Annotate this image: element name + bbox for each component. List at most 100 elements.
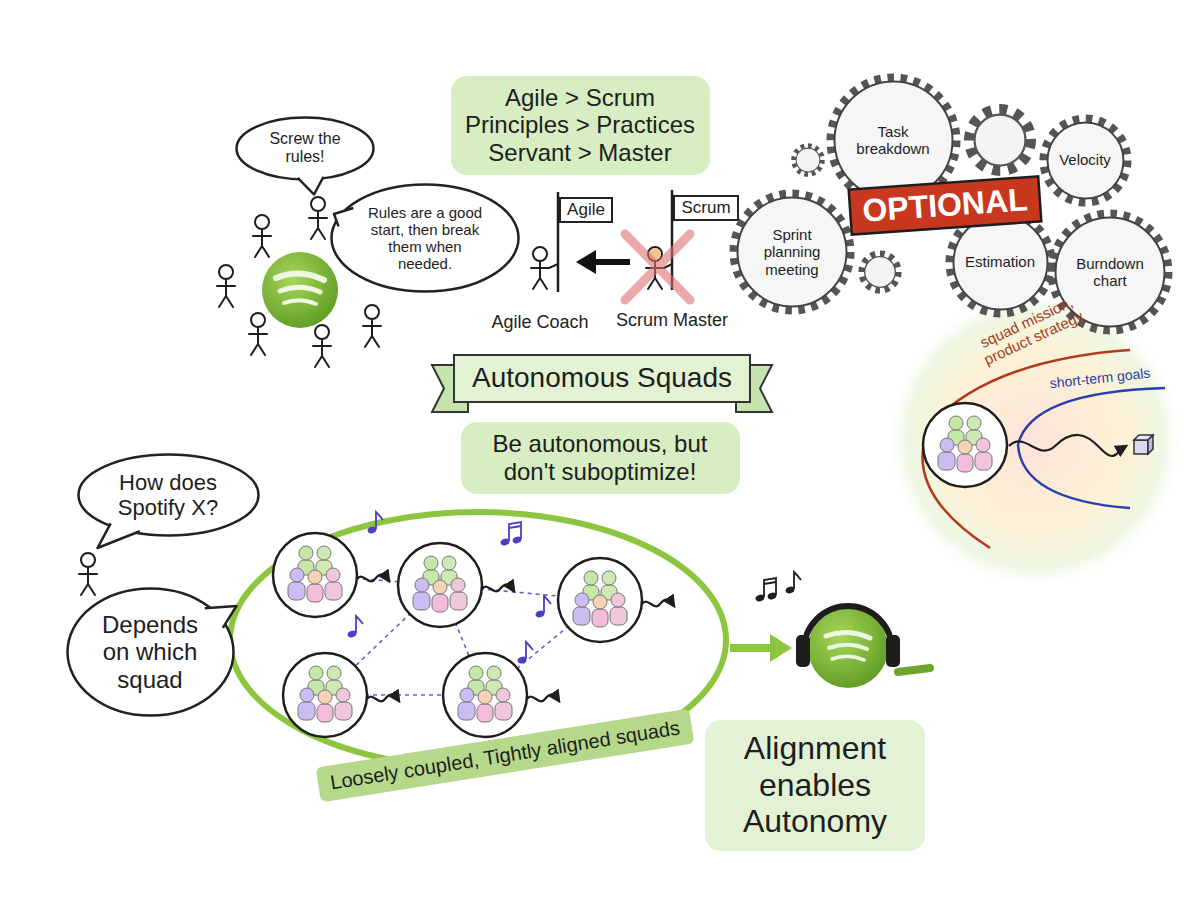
logo-wave (280, 287, 320, 292)
node-text: Depends on which squad (95, 611, 205, 694)
role-name: Agile Coach (491, 312, 588, 333)
node-text: Sprint planning meeting (757, 226, 827, 278)
node-text: Servant > Master (488, 139, 671, 167)
flag-pole (557, 192, 560, 292)
highlight-fill (461, 422, 740, 494)
wavy-arrow (1009, 435, 1126, 456)
wavy-arrow (367, 695, 399, 702)
highlight-fill (316, 708, 695, 802)
headband (804, 606, 892, 650)
squad (558, 558, 642, 642)
music-note (347, 616, 363, 639)
wavy-arrow (482, 585, 514, 592)
ear-cup (796, 635, 810, 667)
speech-bubble: Rules are a good start, then break them … (330, 183, 520, 293)
node-text: Burndown chart (1070, 255, 1150, 290)
flag: Agile (559, 197, 613, 223)
gear-body (1047, 122, 1123, 198)
node-text: Velocity (1059, 151, 1111, 168)
gear: Velocity (1047, 122, 1124, 199)
squad (398, 543, 482, 627)
node-text: Rules are a good start, then break them … (363, 204, 488, 273)
node-text: Be autonomous, but don't suboptimize! (473, 430, 728, 485)
figure-arm (549, 264, 558, 268)
gear-body (953, 215, 1047, 309)
bubble-tail (97, 523, 139, 548)
gear: Task breakdown (834, 81, 953, 200)
gear: Sprint planning meeting (737, 197, 847, 307)
stick-figure (79, 553, 97, 595)
agile-coach-figure (531, 247, 549, 289)
highlight-fill (705, 720, 925, 851)
replace-arrow-head (576, 250, 596, 274)
node-text: Agile > Scrum (505, 84, 655, 112)
flag-cloth (560, 198, 612, 222)
gear (862, 254, 898, 290)
gear (970, 110, 1030, 170)
logo-wave (829, 645, 867, 649)
stick-figure (249, 313, 267, 355)
flag: Scrum (673, 195, 739, 221)
flag-cloth (674, 196, 738, 220)
ribbon-body (454, 355, 750, 402)
logo-wave (832, 656, 864, 660)
gear (794, 146, 822, 174)
stick-figure (217, 265, 235, 307)
speech-bubble: Screw the rules! (235, 116, 375, 181)
principle-highlight: Agile > ScrumPrinciples > PracticesServa… (451, 76, 710, 175)
music-note (367, 512, 383, 535)
banner-body (849, 176, 1042, 234)
motto-highlight: Be autonomous, but don't suboptimize! (461, 422, 740, 494)
wavy-arrow (357, 575, 389, 582)
bubble-tail (298, 176, 324, 194)
wavy-arrow (642, 600, 674, 607)
node-text: Screw the rules! (260, 130, 350, 167)
cube-side (1148, 435, 1153, 454)
gear: Estimation (953, 215, 1048, 310)
music-note (535, 596, 551, 619)
title-ribbon: Autonomous Squads (454, 355, 750, 402)
node-text: Principles > Practices (465, 111, 695, 139)
bubble-outline (78, 455, 258, 536)
highlight-fill (451, 76, 710, 175)
logo-wave (284, 300, 316, 304)
logo-wave (276, 273, 324, 280)
squad (923, 403, 1007, 487)
gear-body (834, 81, 952, 199)
squad (443, 653, 527, 737)
stick-figure (309, 197, 327, 239)
cross-out (625, 234, 690, 300)
node-text: How does Spotify X? (108, 470, 228, 521)
node-text: Autonomous Squads (472, 362, 732, 394)
music-notes (500, 522, 523, 547)
gear-teeth (1044, 119, 1127, 202)
gear-body (738, 198, 847, 307)
role-name: Scrum Master (616, 310, 728, 331)
replace-arrow (592, 259, 630, 265)
logo-wave (826, 632, 870, 638)
stick-figure (253, 215, 271, 257)
node-text: Alignment enables Autonomy (715, 730, 915, 840)
speech-bubble: Depends on which squad (66, 587, 235, 717)
node-text: Task breakdown (848, 123, 938, 158)
bubble-tail (204, 606, 236, 628)
output-arrow (730, 644, 772, 652)
spotify-logo (262, 252, 338, 328)
bubble-outline (332, 185, 519, 292)
node-text: Estimation (965, 253, 1035, 270)
stick-figure (313, 325, 331, 367)
output-arrow-head (770, 634, 792, 662)
music-note (517, 642, 533, 665)
node-text: Agile (567, 200, 605, 220)
ear-cup (886, 635, 900, 667)
squad (283, 653, 367, 737)
gear-teeth (734, 194, 850, 310)
goals-arc (1018, 388, 1165, 508)
squad (273, 533, 357, 617)
bubble-tail (334, 208, 353, 226)
node-text: Scrum (681, 198, 730, 218)
music-notes (755, 578, 778, 603)
music-note (785, 572, 801, 595)
wavy-arrow (527, 695, 559, 702)
bubble-outline (237, 117, 374, 179)
